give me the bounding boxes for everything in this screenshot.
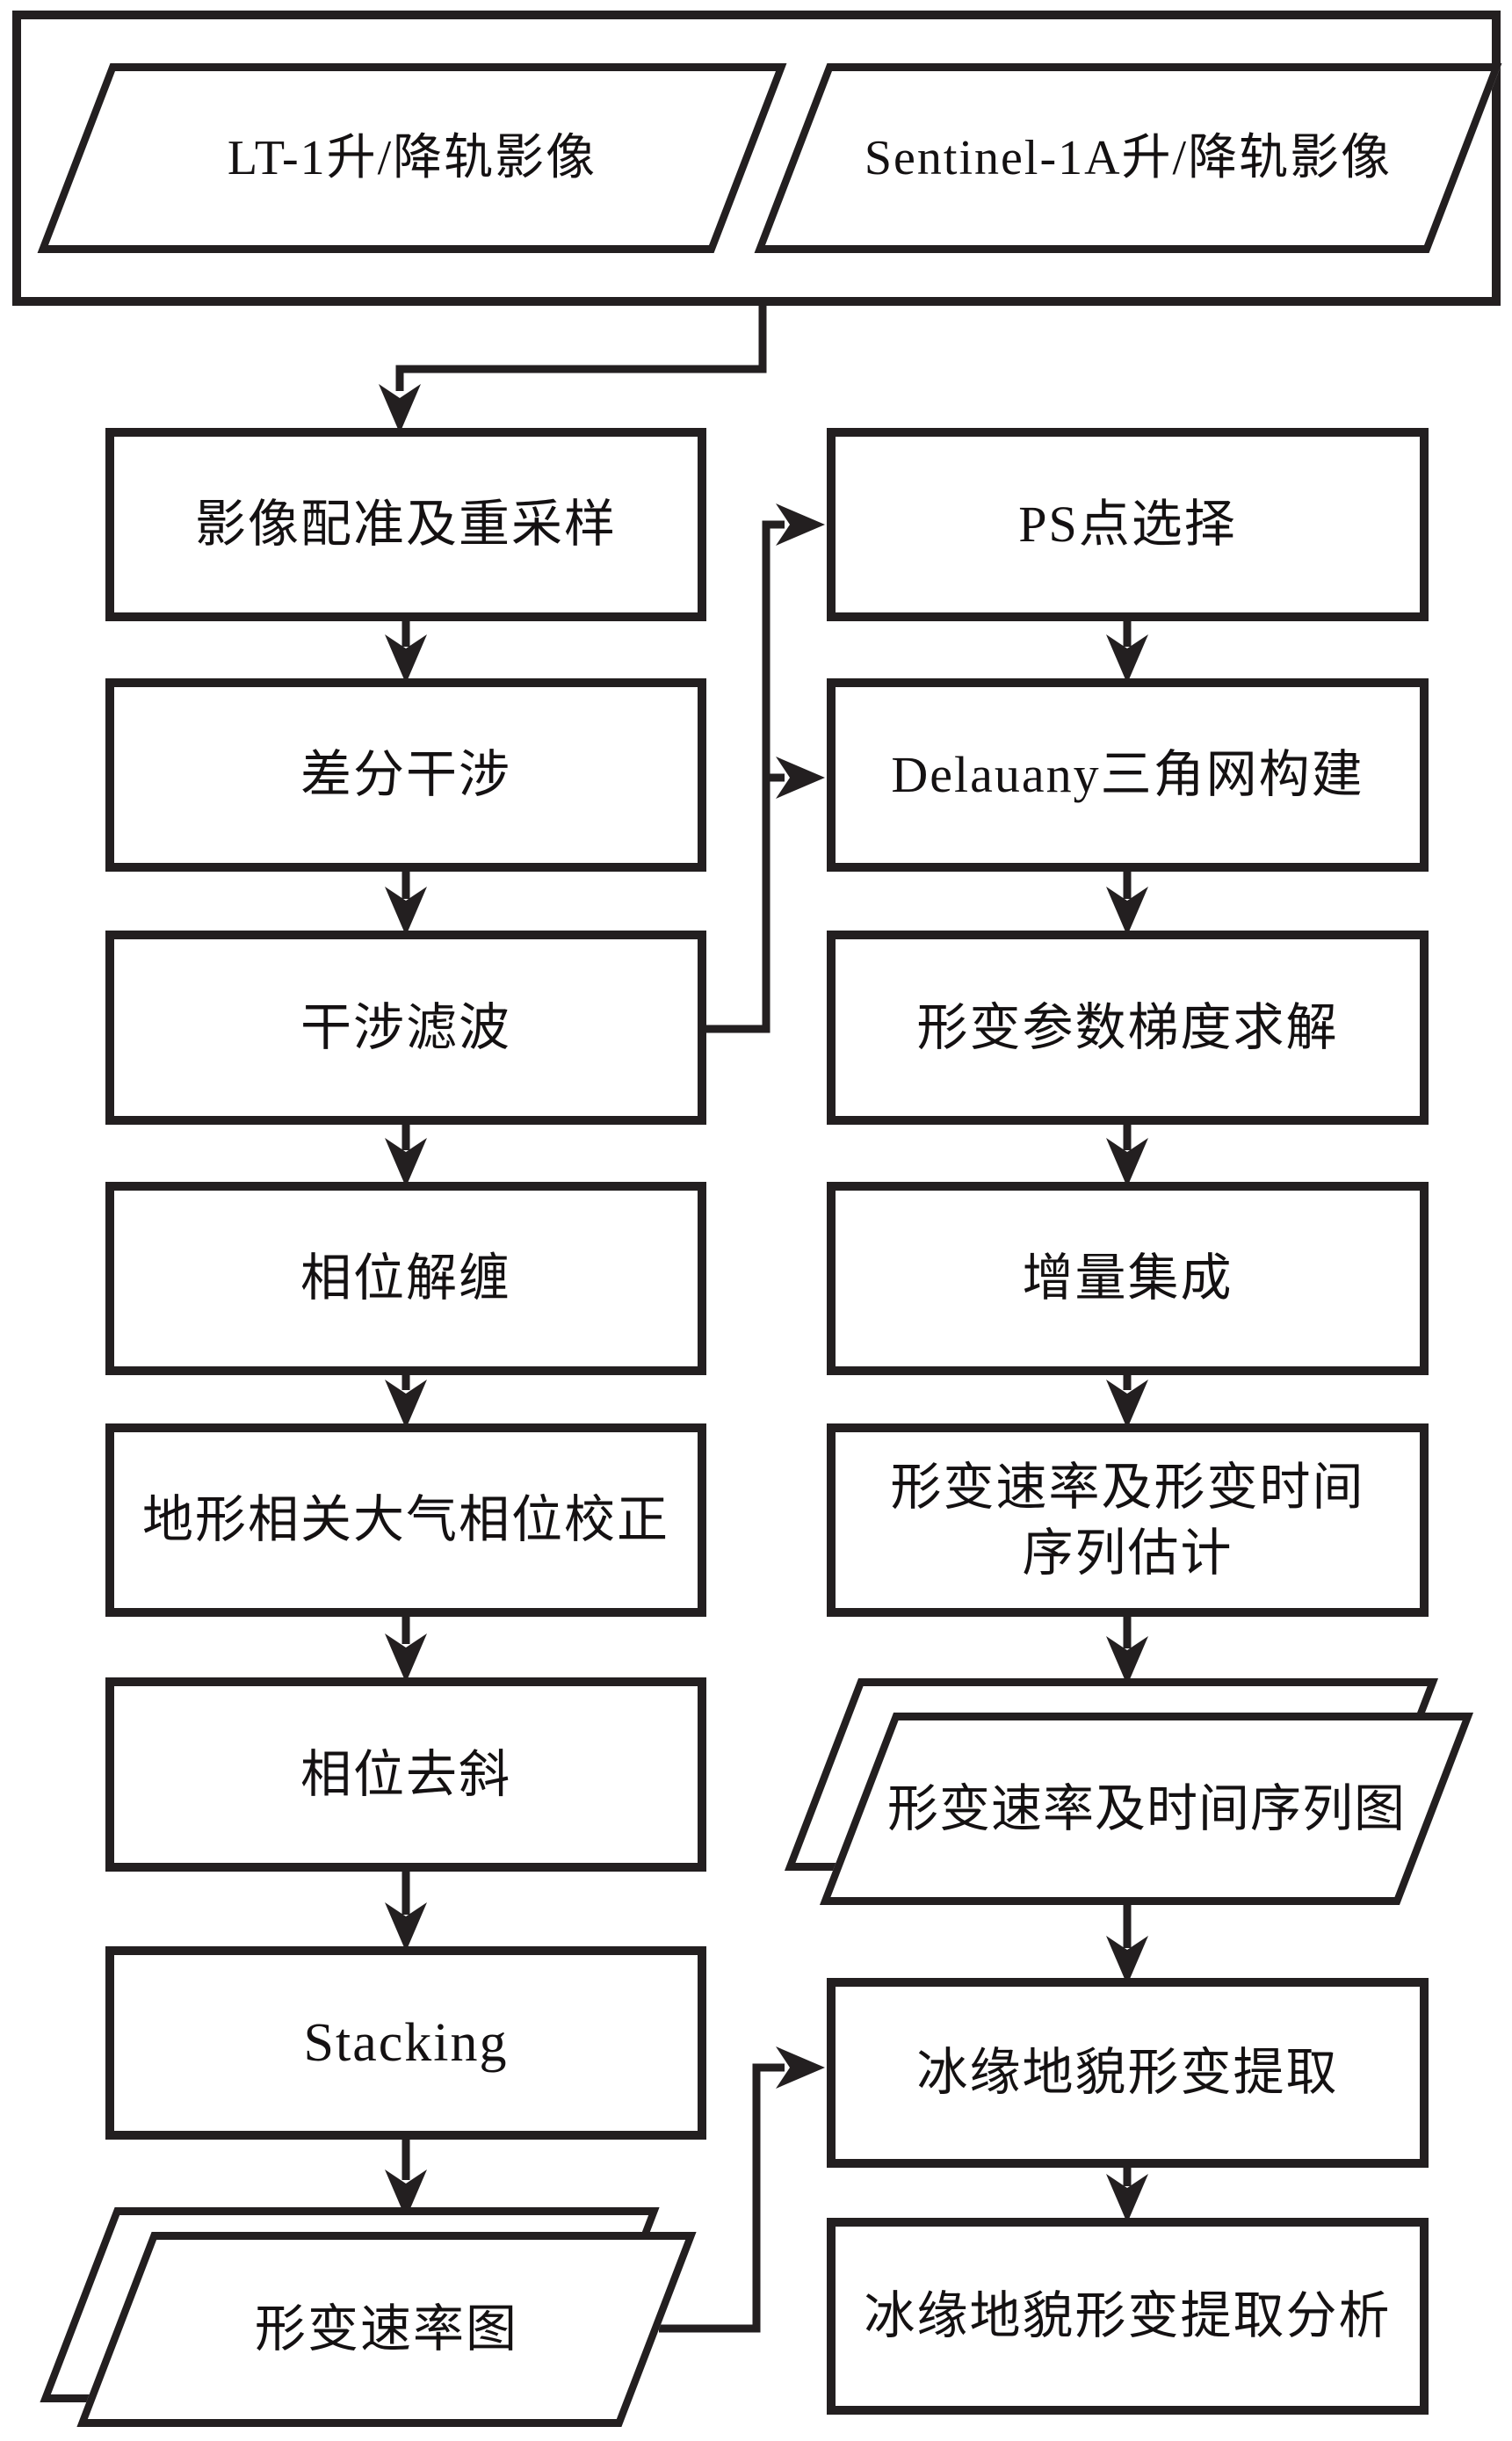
step-incremental-integration-label: 增量集成: [1022, 1249, 1233, 1307]
step-deformation-gradient-solution: 形变参数梯度求解: [827, 931, 1429, 1125]
arrowhead-down-left-6: [385, 1902, 427, 1952]
step-stacking: Stacking: [105, 1946, 706, 2140]
arrowhead-down-right-7: [1106, 2174, 1148, 2223]
step-delaunay-triangulation-label: Delauany三角网构建: [891, 746, 1364, 804]
step-ps-selection-label: PS点选择: [1018, 496, 1237, 554]
input-sentinel1a: Sentinel-1A升/降轨影像: [754, 63, 1502, 253]
arrowhead-down-right-1: [1106, 634, 1148, 684]
step-phase-unwrapping-label: 相位解缠: [300, 1249, 511, 1307]
step-phase-deramp: 相位去斜: [105, 1677, 706, 1872]
step-velocity-timeseries-estimation-line1: 形变速率及形变时间: [890, 1458, 1365, 1516]
arrowhead-down-right-6: [1106, 1936, 1148, 1985]
step-periglacial-deformation-extraction-label: 冰缘地貌形变提取: [916, 2044, 1339, 2102]
step-periglacial-deformation-extraction: 冰缘地貌形变提取: [827, 1978, 1429, 2168]
arrow-sources-to-coregistration: [395, 304, 767, 391]
arrowhead-down-right-4: [1106, 1380, 1148, 1429]
input-sentinel1a-label: Sentinel-1A升/降轨影像: [864, 130, 1393, 185]
arrowhead-down-left-1: [385, 634, 427, 684]
output-velocity-timeseries-map-label: 形变速率及时间序列图: [886, 1779, 1406, 1837]
arrowhead-velocity-map-to-extraction: [776, 2046, 825, 2089]
arrowhead-down-left-3: [385, 1138, 427, 1187]
step-coregistration-label: 影像配准及重采样: [194, 496, 617, 554]
arrowhead-down-left-2: [385, 887, 427, 936]
arrowhead-down-left-5: [385, 1633, 427, 1683]
step-topo-atmospheric-correction-label: 地形相关大气相位校正: [141, 1491, 669, 1549]
step-interferogram-filtering-label: 干涉滤波: [300, 998, 511, 1056]
output-velocity-map-label: 形变速率图: [254, 2300, 518, 2358]
step-phase-deramp-label: 相位去斜: [300, 1745, 511, 1803]
step-velocity-timeseries-estimation-label: 形变速率及形变时间 序列估计: [890, 1454, 1364, 1587]
step-phase-unwrapping: 相位解缠: [105, 1182, 706, 1375]
step-deformation-gradient-solution-label: 形变参数梯度求解: [916, 998, 1339, 1056]
output-velocity-timeseries-map: 形变速率及时间序列图: [784, 1678, 1474, 1905]
step-topo-atmospheric-correction: 地形相关大气相位校正: [105, 1423, 706, 1617]
step-differential-interferometry: 差分干涉: [105, 678, 706, 872]
step-delaunay-triangulation: Delauany三角网构建: [827, 678, 1429, 872]
input-lt1-label: LT-1升/降轨影像: [227, 130, 597, 185]
step-ps-selection: PS点选择: [827, 428, 1429, 621]
arrowhead-down-right-2: [1106, 887, 1148, 936]
arrowhead-down-right-3: [1106, 1138, 1148, 1187]
step-velocity-timeseries-estimation-line2: 序列估计: [1022, 1525, 1233, 1582]
step-incremental-integration: 增量集成: [827, 1182, 1429, 1375]
step-periglacial-deformation-analysis-label: 冰缘地貌形变提取分析: [864, 2287, 1392, 2345]
arrowhead-filter-to-delaunay: [776, 757, 825, 799]
step-stacking-label: Stacking: [303, 2012, 509, 2073]
output-velocity-map: 形变速率图: [40, 2207, 697, 2427]
arrowhead-filter-to-ps-selection: [776, 503, 825, 546]
step-coregistration: 影像配准及重采样: [105, 428, 706, 621]
step-periglacial-deformation-analysis: 冰缘地貌形变提取分析: [827, 2218, 1429, 2415]
arrowhead-down-left-4: [385, 1380, 427, 1429]
step-interferogram-filtering: 干涉滤波: [105, 931, 706, 1125]
arrow-velocity-map-to-extraction: [659, 2063, 785, 2333]
arrowhead-sources-to-coregistration: [379, 384, 421, 433]
arrowhead-down-right-5: [1106, 1636, 1148, 1685]
arrowhead-down-left-7: [385, 2169, 427, 2219]
step-velocity-timeseries-estimation: 形变速率及形变时间 序列估计: [827, 1423, 1429, 1617]
input-lt1: LT-1升/降轨影像: [37, 63, 787, 253]
step-differential-interferometry-label: 差分干涉: [300, 746, 511, 804]
